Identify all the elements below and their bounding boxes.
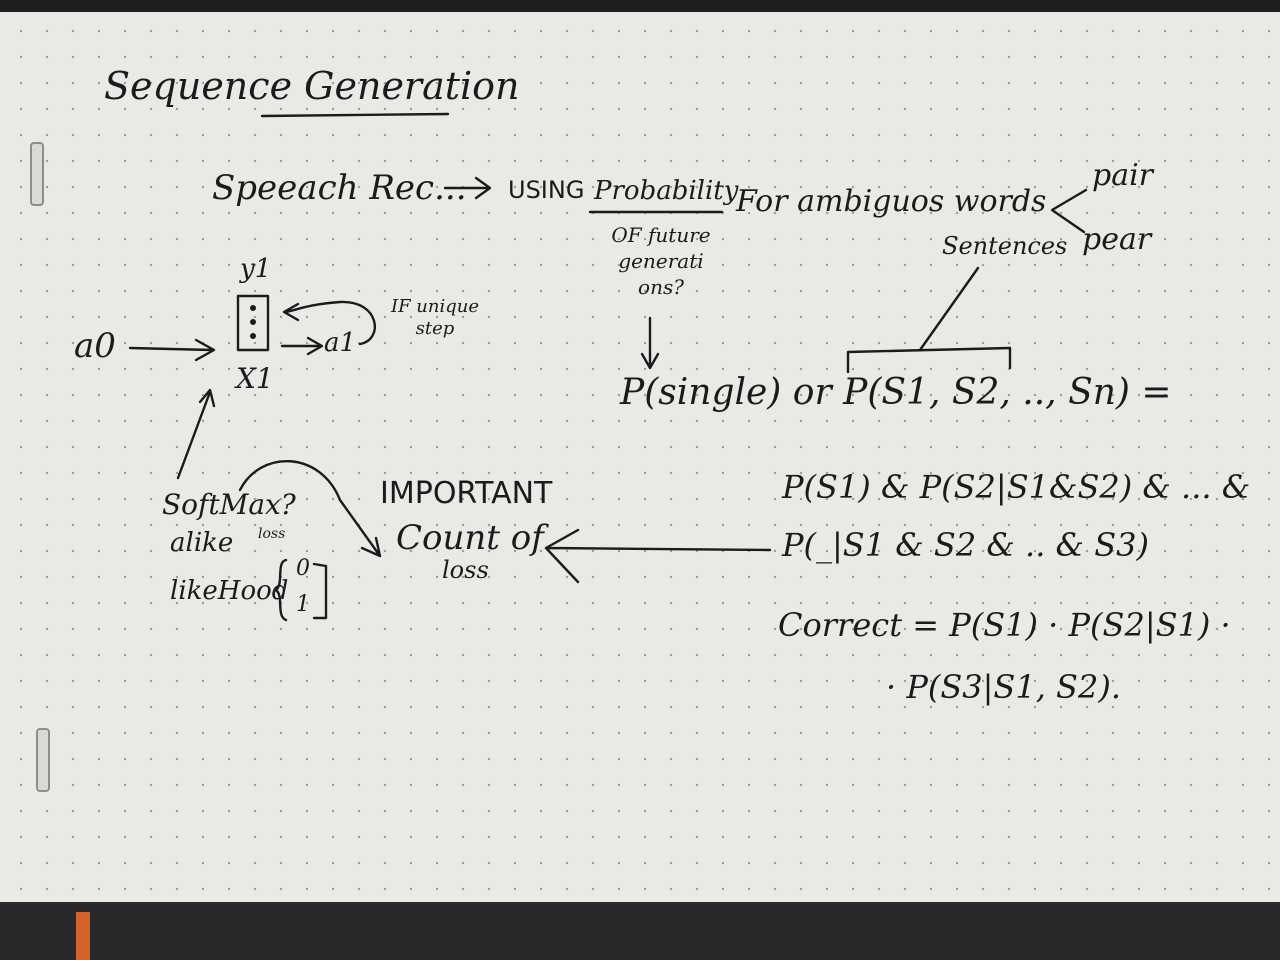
count-of-text: Count of bbox=[396, 518, 544, 558]
rnn-dot-1 bbox=[250, 305, 256, 311]
correct-formula-2: · P(S3|S1, S2). bbox=[886, 668, 1121, 706]
arrow-down-p bbox=[640, 316, 660, 370]
arrow-cell-a1 bbox=[280, 336, 324, 356]
future-generations-text: OF future generati ons? bbox=[611, 223, 711, 299]
if-unique-step-text: IF unique step bbox=[390, 296, 480, 339]
formula-line-2: P(_|S1 & S2 & .. & S3) bbox=[782, 526, 1149, 564]
page-title: Sequence Generation bbox=[104, 64, 520, 108]
likelihood-bracket bbox=[312, 562, 328, 620]
title-underline bbox=[260, 112, 450, 118]
word-pear: pear bbox=[1082, 222, 1152, 257]
formula-line-1: P(S1) & P(S2|S1&S2) & ... & bbox=[782, 468, 1251, 506]
speech-rec-text: Speeach Rec... bbox=[212, 168, 467, 208]
sentence-brace bbox=[846, 346, 1012, 374]
softmax-text: SoftMax? bbox=[162, 488, 296, 521]
loss-small-text: loss bbox=[258, 526, 286, 542]
rnn-dot-2 bbox=[250, 319, 256, 325]
probability-text: Probability bbox=[594, 176, 739, 206]
ring-bottom bbox=[36, 728, 50, 792]
correct-formula-1: Correct = P(S1) · P(S2|S1) · bbox=[778, 606, 1231, 644]
arrow-softmax-count bbox=[238, 459, 382, 558]
bracket-pair-pear bbox=[1050, 188, 1088, 234]
a1-label: a1 bbox=[324, 328, 357, 358]
important-text: IMPORTANT bbox=[380, 476, 553, 511]
using-text: USING bbox=[508, 176, 585, 204]
x1-label: X1 bbox=[236, 362, 274, 395]
likelihood-text: likeHood bbox=[170, 576, 289, 606]
rnn-cell bbox=[236, 294, 270, 352]
notebook-cover-band bbox=[0, 902, 1280, 960]
a0-label: a0 bbox=[74, 326, 116, 366]
ambiguous-words-text: For ambiguos words bbox=[736, 184, 1047, 219]
loop-arrow bbox=[282, 300, 376, 346]
alike-text: alike bbox=[170, 528, 234, 558]
bookmark-ribbon bbox=[76, 912, 90, 960]
sentences-line bbox=[918, 266, 980, 352]
loss-text: loss bbox=[442, 556, 489, 584]
arrow-speech-using bbox=[443, 176, 492, 200]
y1-label: y1 bbox=[240, 254, 272, 284]
sentences-text: Sentences bbox=[942, 232, 1068, 260]
arrow-to-count bbox=[544, 528, 772, 584]
rnn-dot-3 bbox=[250, 333, 256, 339]
p-single-formula: P(single) or P(S1, S2, .., Sn) = bbox=[620, 372, 1172, 413]
brace-value-0: 0 bbox=[296, 556, 310, 581]
arrow-softmax-up bbox=[176, 388, 216, 480]
arrow-a0-cell bbox=[128, 338, 216, 362]
ring-top bbox=[30, 142, 44, 206]
likelihood-brace bbox=[274, 558, 288, 622]
desk-top bbox=[0, 0, 1280, 14]
brace-value-1: 1 bbox=[296, 592, 310, 617]
word-pair: pair bbox=[1092, 158, 1154, 193]
notebook-page bbox=[0, 12, 1280, 942]
